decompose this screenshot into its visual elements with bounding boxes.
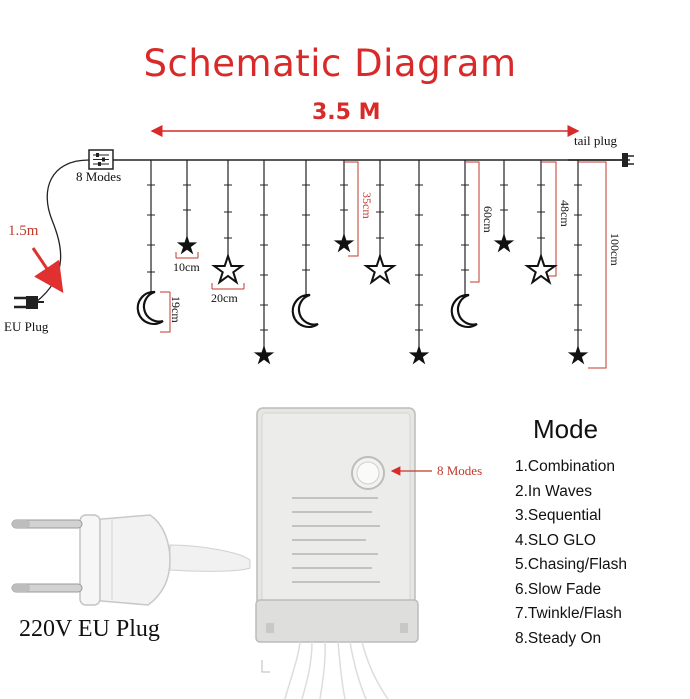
cable-arrow [31, 247, 64, 293]
eu-plug-label: EU Plug [4, 319, 49, 334]
star-filled-icon [176, 235, 198, 255]
outline-stars [211, 252, 558, 285]
dimension-100cm: 100cm [608, 233, 622, 266]
pendant-strands [150, 160, 579, 348]
dimension-19cm: 19cm [169, 296, 183, 323]
diagram-title: Schematic Diagram [143, 42, 517, 85]
mode-item: 3.Sequential [515, 507, 602, 524]
star-filled-icon [567, 345, 589, 365]
mode-item: 8.Steady On [515, 629, 602, 647]
dimension-10cm: 10cm [173, 260, 200, 274]
control-box-icon [88, 149, 114, 170]
dimension-20cm: 20cm [211, 291, 238, 305]
mode-item: 2.In Waves [515, 482, 592, 500]
strand-ticks [147, 184, 582, 331]
star-outline-icon [211, 252, 245, 285]
tail-plug-label: tail plug [574, 133, 617, 148]
dimension-brackets [160, 161, 607, 369]
dimension-35cm: 35cm [360, 192, 374, 219]
mode-list: 1.Combination 2.In Waves 3.Sequential 4.… [515, 455, 627, 651]
dimension-48cm: 48cm [558, 200, 572, 227]
star-filled-icon [253, 345, 275, 365]
mode-title: Mode [533, 414, 599, 444]
star-outline-icon [524, 252, 558, 285]
filled-stars [176, 233, 589, 365]
dimension-60cm: 60cm [481, 206, 495, 233]
controller-button-label: 8 Modes [437, 463, 483, 478]
eu-plug-small-icon [14, 296, 44, 309]
star-filled-icon [493, 233, 515, 253]
moon-icon [450, 293, 478, 329]
plug-caption: 220V EU Plug [19, 616, 160, 642]
star-outline-icon [363, 252, 397, 285]
modes-box-label: 8 Modes [76, 169, 122, 184]
mode-item: 4.SLO GLO [515, 531, 596, 549]
cable-length-label: 1.5m [8, 223, 39, 239]
controller-box [255, 407, 419, 699]
moons [136, 290, 478, 329]
length-label: 3.5 M [312, 100, 381, 125]
mode-item: 6.Slow Fade [515, 580, 602, 598]
mode-item: 5.Chasing/Flash [515, 556, 628, 573]
mode-item: 1.Combination [515, 458, 615, 475]
mode-item: 7.Twinkle/Flash [515, 605, 622, 622]
eu-plug-large-icon [11, 514, 251, 606]
star-filled-icon [408, 345, 430, 365]
star-filled-icon [333, 233, 355, 253]
moon-icon [136, 290, 164, 326]
moon-icon [291, 293, 319, 329]
